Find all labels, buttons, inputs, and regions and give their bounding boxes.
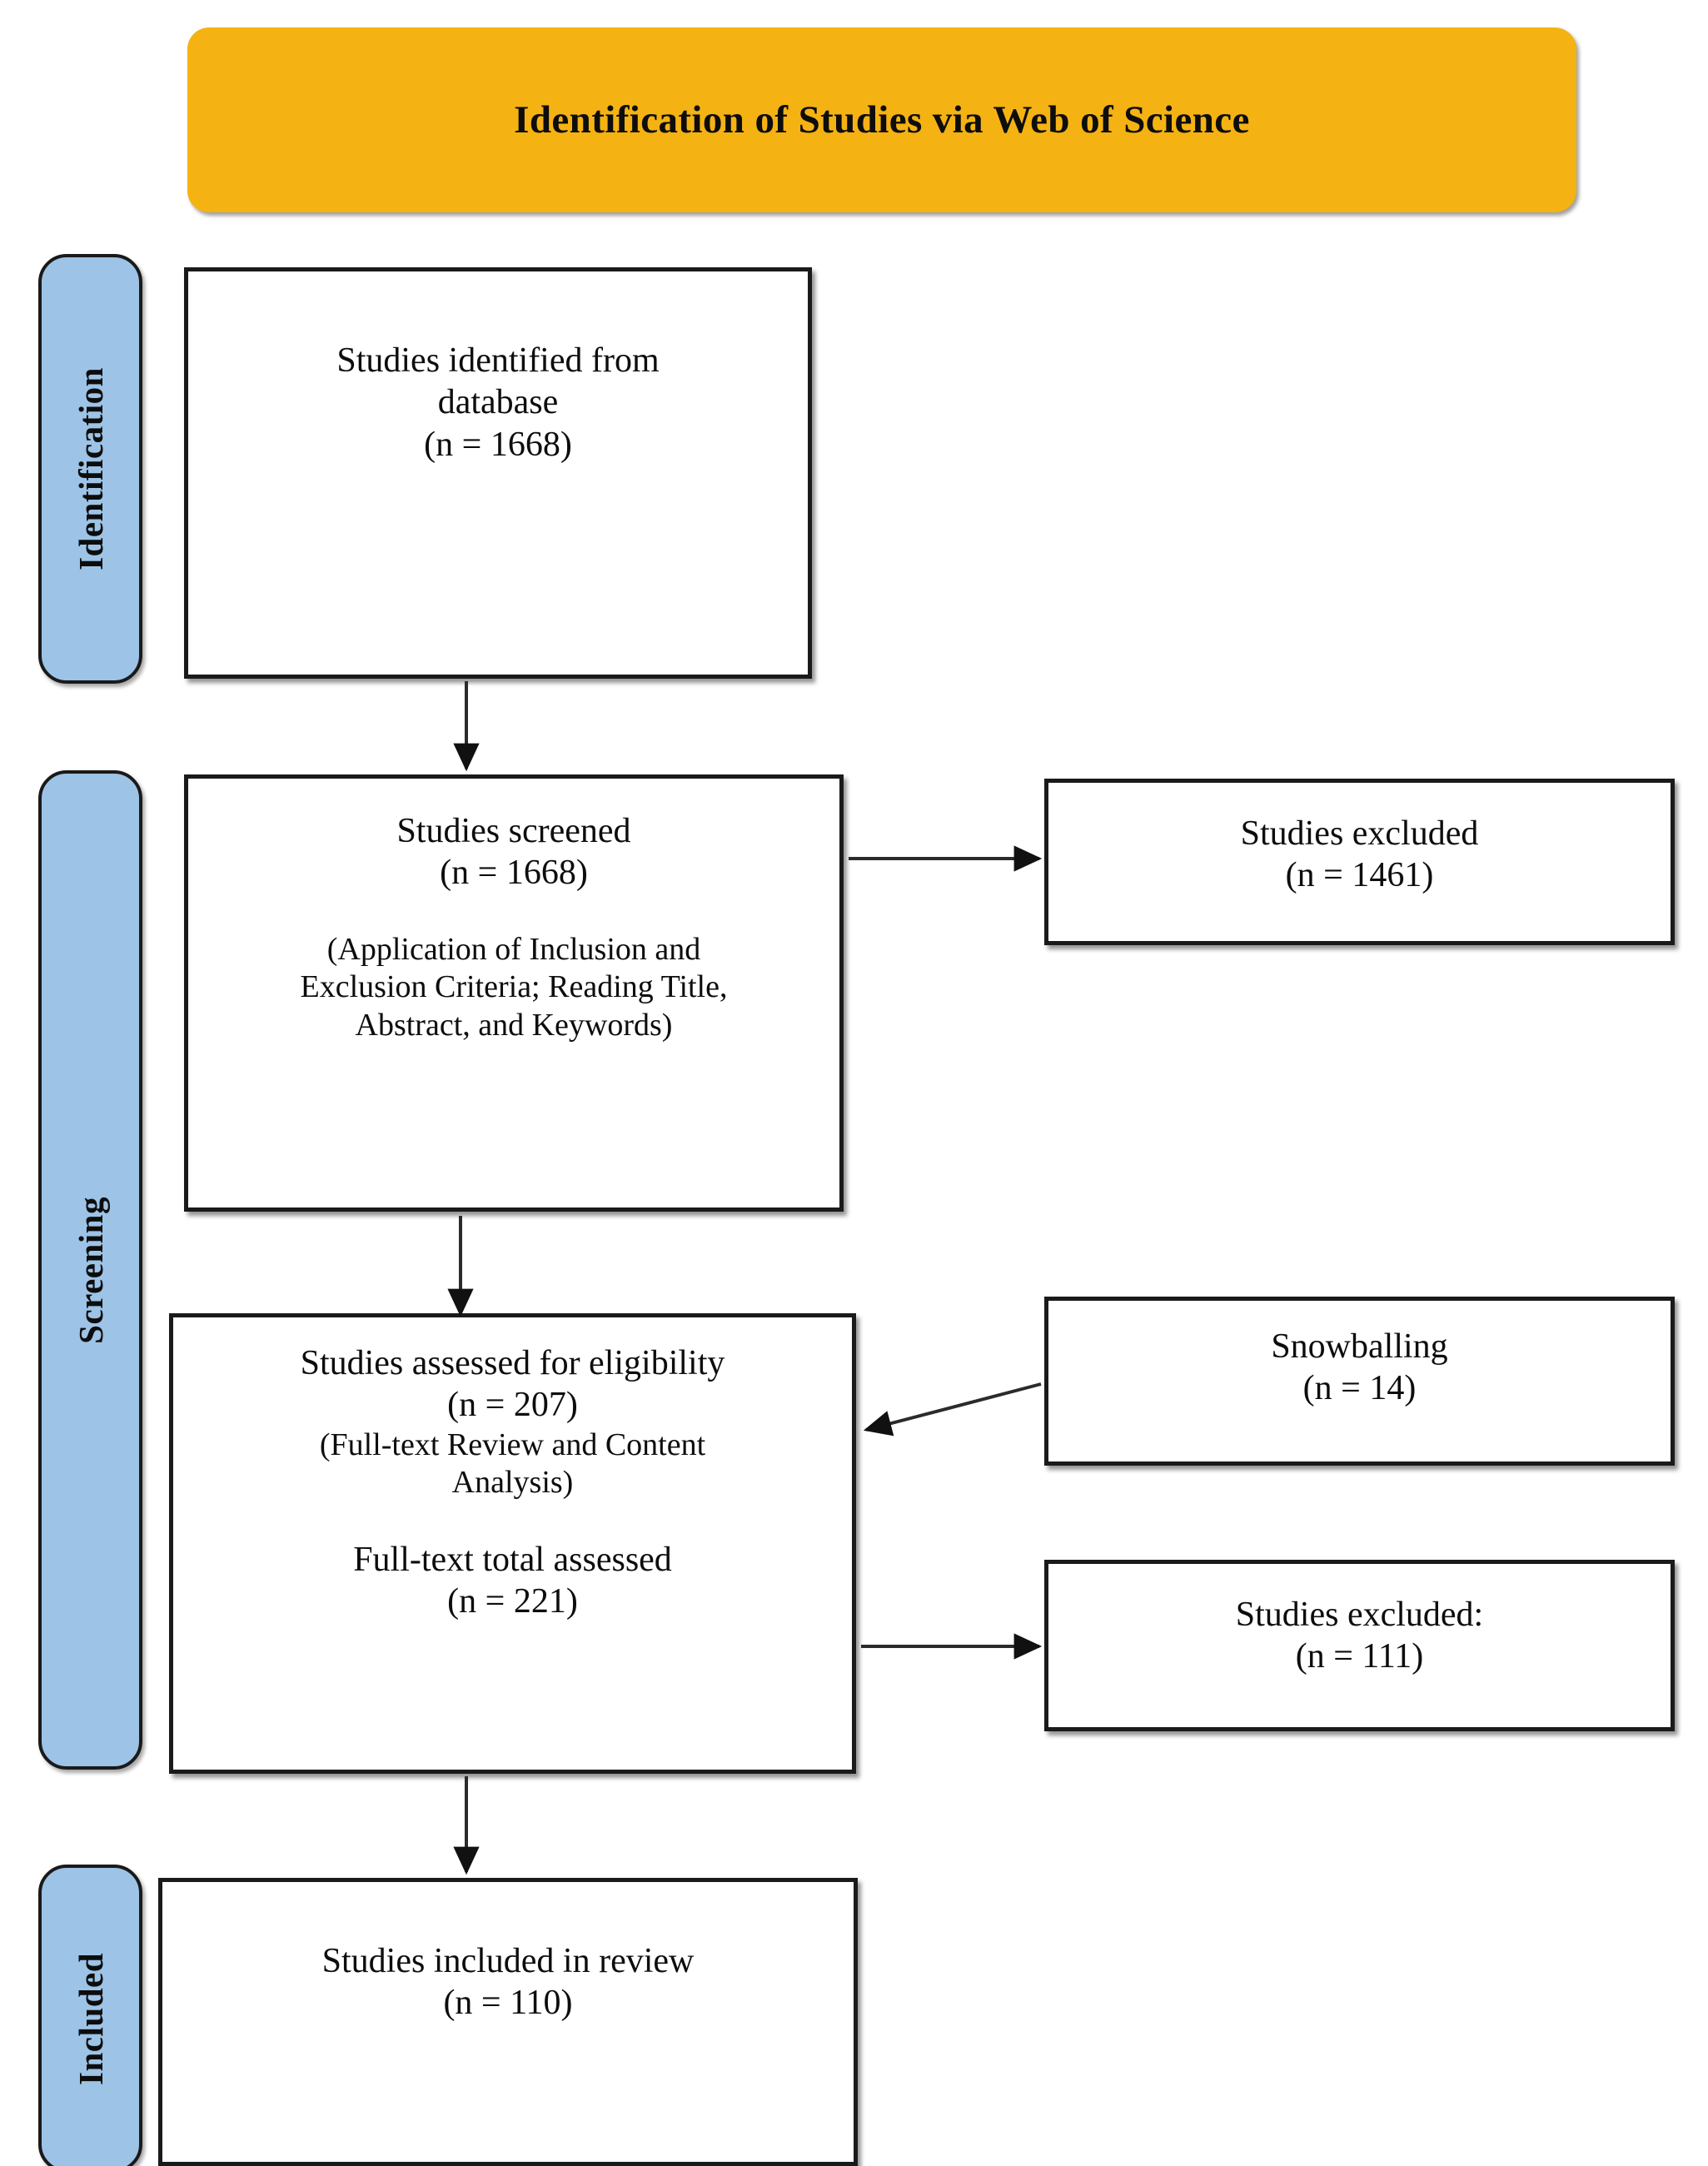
- box-eligibility-count: (n = 207): [447, 1386, 578, 1425]
- arrow-snowballing-to-eligibility: [863, 1382, 1042, 1437]
- diagram-title: Identification of Studies via Web of Sci…: [514, 98, 1250, 142]
- box-eligibility-line1: Studies assessed for eligibility: [300, 1344, 725, 1382]
- box-studies-identified: Studies identified from database (n = 16…: [184, 267, 812, 679]
- box-studies-screened-line1: Studies screened: [396, 812, 631, 850]
- box-studies-included-line1: Studies included in review: [321, 1942, 695, 1980]
- box-eligibility-note1: (Full-text Review and Content: [319, 1427, 706, 1462]
- box-studies-screened-note2: Exclusion Criteria; Reading Title,: [300, 969, 728, 1005]
- stage-label-identification: Identification: [38, 254, 142, 684]
- stage-label-screening-text: Screening: [71, 1196, 110, 1344]
- box-snowballing: Snowballing (n = 14): [1044, 1297, 1675, 1466]
- stage-label-included: Included: [38, 1865, 142, 2166]
- box-studies-screened-note1: (Application of Inclusion and: [326, 931, 701, 967]
- box-studies-screened: Studies screened (n = 1668) (Application…: [184, 774, 844, 1212]
- box-studies-assessed-eligibility: Studies assessed for eligibility (n = 20…: [169, 1313, 856, 1774]
- box-eligibility-note2: Analysis): [451, 1465, 574, 1501]
- box-studies-screened-note3: Abstract, and Keywords): [355, 1007, 673, 1043]
- stage-label-screening: Screening: [38, 770, 142, 1770]
- box-studies-excluded-screening: Studies excluded (n = 1461): [1044, 779, 1675, 945]
- box-snowballing-line1: Snowballing: [1271, 1327, 1448, 1366]
- box-studies-excluded-fulltext: Studies excluded: (n = 111): [1044, 1560, 1675, 1731]
- box-excluded-screening-count: (n = 1461): [1285, 856, 1434, 895]
- box-eligibility-fulltext-label: Full-text total assessed: [353, 1540, 672, 1579]
- box-studies-screened-count: (n = 1668): [440, 854, 588, 893]
- box-eligibility-fulltext-count: (n = 221): [447, 1582, 578, 1621]
- box-snowballing-count: (n = 14): [1302, 1369, 1417, 1408]
- box-studies-identified-line1: Studies identified from: [336, 341, 660, 380]
- diagram-title-banner: Identification of Studies via Web of Sci…: [187, 27, 1576, 212]
- box-studies-included-count: (n = 110): [443, 1984, 573, 2023]
- box-studies-included: Studies included in review (n = 110): [158, 1878, 858, 2166]
- box-studies-identified-line2: database: [437, 383, 559, 422]
- box-excluded-screening-line1: Studies excluded: [1240, 814, 1479, 853]
- stage-label-included-text: Included: [71, 1952, 110, 2085]
- box-excluded-fulltext-count: (n = 111): [1295, 1637, 1424, 1676]
- stage-label-identification-text: Identification: [71, 367, 110, 570]
- box-studies-identified-count: (n = 1668): [424, 425, 572, 464]
- box-excluded-fulltext-line1: Studies excluded:: [1235, 1596, 1484, 1634]
